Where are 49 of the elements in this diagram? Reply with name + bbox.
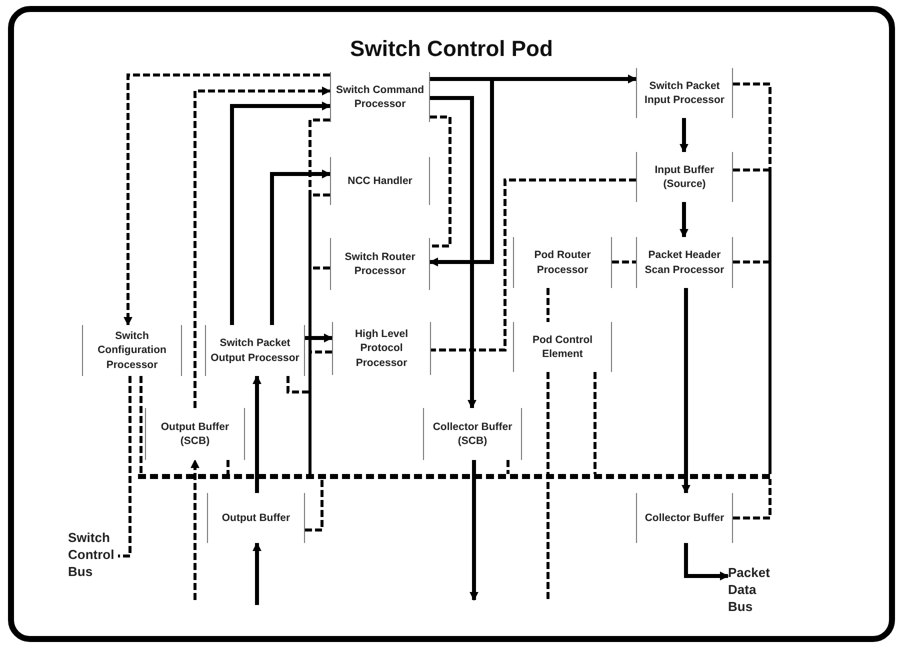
- process-box: Pod Router Processor: [513, 237, 612, 288]
- process-box: High Level Protocol Processor: [332, 322, 431, 375]
- process-box: Switch Command Processor: [330, 72, 430, 122]
- bus-label: Switch Control Bus: [68, 530, 118, 581]
- process-box: Pod Control Element: [513, 322, 612, 372]
- arrow: [252, 542, 262, 605]
- arrow: [429, 77, 494, 266]
- arrow: [124, 74, 330, 326]
- arrow: [230, 102, 331, 325]
- arrow: [430, 96, 476, 409]
- process-box: Switch Configuration Processor: [82, 325, 182, 376]
- connector-line: [506, 460, 510, 474]
- arrow: [305, 334, 333, 342]
- arrow: [252, 375, 262, 493]
- process-box: Output Buffer (SCB): [145, 408, 245, 460]
- arrow: [684, 543, 729, 580]
- connector-line: [305, 479, 324, 532]
- process-box: Collector Buffer (SCB): [423, 408, 522, 460]
- connector-line: [430, 116, 452, 248]
- process-box: Switch Packet Output Processor: [205, 325, 305, 376]
- arrow: [682, 288, 690, 494]
- diagram-title: Switch Control Pod: [349, 36, 554, 62]
- arrow: [680, 118, 688, 153]
- process-box: Switch Packet Input Processor: [636, 68, 733, 118]
- connector-line: [546, 288, 550, 322]
- bus-label: Packet Data Bus: [728, 565, 778, 616]
- connector-line: [431, 178, 636, 352]
- connector-line: [733, 260, 772, 474]
- arrow: [190, 459, 200, 600]
- process-box: NCC Handler: [330, 157, 430, 205]
- connector-line: [118, 376, 132, 558]
- arrow: [680, 202, 688, 238]
- connector-line: [733, 168, 772, 474]
- connector-line: [546, 372, 550, 600]
- arrow: [270, 170, 331, 325]
- connector-line: [733, 82, 772, 474]
- connector-line: [140, 376, 142, 474]
- connector-line: [594, 372, 596, 474]
- process-box: Packet Header Scan Processor: [636, 237, 733, 288]
- connector-line: [612, 260, 636, 264]
- connector-line: [308, 350, 332, 474]
- process-box: Collector Buffer: [636, 493, 733, 543]
- process-box: Input Buffer (Source): [636, 152, 733, 202]
- process-box: Switch Router Processor: [330, 238, 430, 290]
- arrow: [194, 86, 331, 408]
- connector-line: [733, 479, 772, 520]
- connector-line: [226, 460, 230, 474]
- process-box: Output Buffer: [207, 493, 305, 543]
- arrow: [470, 460, 478, 601]
